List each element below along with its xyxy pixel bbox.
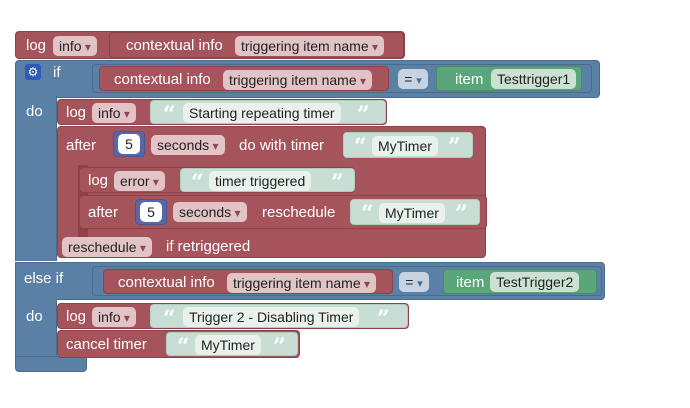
close-quote-icon: ” [377, 306, 390, 332]
close-quote-icon: ” [455, 201, 468, 227]
operator-value: = [404, 71, 413, 87]
log-label: log [66, 308, 87, 325]
log-block-2[interactable]: log error “ timer triggered ” [79, 167, 355, 196]
after-label: after [66, 137, 97, 154]
after-reschedule-block[interactable]: after 5 seconds reschedule “ MyTimer ” [79, 195, 487, 229]
number-field[interactable]: 5 [118, 134, 140, 154]
close-quote-icon: ” [273, 334, 286, 360]
number-field[interactable]: 5 [140, 202, 162, 222]
time-unit-dropdown[interactable]: seconds [151, 135, 225, 155]
log-level-dropdown[interactable]: info [53, 36, 97, 56]
timer-name-field[interactable]: MyTimer [379, 203, 445, 223]
cancel-timer-label: cancel timer [66, 336, 147, 353]
if-label: if [53, 64, 61, 81]
text-field[interactable]: Trigger 2 - Disabling Timer [183, 307, 360, 327]
open-quote-icon: “ [191, 170, 204, 196]
timer-name-block[interactable]: “ MyTimer ” [350, 199, 480, 225]
contextual-info-dropdown[interactable]: triggering item name [235, 36, 384, 56]
if-block-bottom [15, 356, 87, 372]
text-block[interactable]: “ Trigger 2 - Disabling Timer ” [150, 304, 408, 332]
reschedule-label: reschedule [262, 204, 336, 221]
timer-name-block[interactable]: “ MyTimer ” [166, 332, 298, 360]
contextual-info-block[interactable]: contextual info triggering item name [109, 32, 404, 58]
cancel-timer-block[interactable]: cancel timer “ MyTimer ” [57, 330, 300, 358]
timer-name-field[interactable]: MyTimer [195, 335, 261, 355]
log-label: log [66, 104, 87, 121]
open-quote-icon: “ [163, 306, 176, 332]
time-unit-dropdown[interactable]: seconds [173, 202, 247, 222]
close-quote-icon: ” [448, 134, 461, 160]
if-retriggered-label: if retriggered [166, 238, 251, 255]
open-quote-icon: “ [354, 134, 367, 160]
contextual-info-label: contextual info [118, 274, 215, 291]
after-block[interactable]: after 5 seconds do with timer “ MyTimer … [57, 126, 487, 258]
contextual-info-label: contextual info [114, 71, 211, 88]
log-label: log [26, 37, 47, 54]
contextual-info-label: contextual info [126, 37, 223, 54]
item-block[interactable]: item TestTrigger2 [443, 269, 597, 294]
log-block-3[interactable]: log info “ Trigger 2 - Disabling Timer ” [57, 303, 409, 332]
open-quote-icon: “ [177, 334, 190, 360]
text-block[interactable]: “ timer triggered ” [180, 168, 355, 196]
text-field[interactable]: Starting repeating timer [183, 103, 341, 123]
log-block-top[interactable]: log info contextual info triggering item… [15, 31, 405, 59]
open-quote-icon: “ [163, 102, 176, 128]
text-block[interactable]: “ Starting repeating timer ” [150, 100, 386, 128]
gear-icon[interactable]: ⚙ [25, 64, 41, 80]
log-level-dropdown[interactable]: info [92, 103, 136, 123]
item-label: item [456, 274, 485, 291]
condition-compare-1[interactable]: contextual info triggering item name = ▾… [92, 64, 592, 93]
condition-compare-2[interactable]: contextual info triggering item name = ▾… [92, 266, 602, 296]
item-label: item [455, 71, 484, 88]
do-with-timer-label: do with timer [239, 137, 325, 154]
log-label: log [88, 172, 109, 189]
log-level-dropdown[interactable]: error [114, 171, 165, 191]
open-quote-icon: “ [361, 201, 374, 227]
if-block-spine-1 [15, 96, 57, 261]
condition-contextual-info[interactable]: contextual info triggering item name [99, 66, 389, 91]
item-name-field[interactable]: TestTrigger2 [490, 272, 580, 292]
log-block-1[interactable]: log info “ Starting repeating timer ” [57, 99, 387, 128]
do-label-2: do [26, 308, 43, 325]
log-level-dropdown[interactable]: info [92, 307, 136, 327]
close-quote-icon: ” [357, 102, 370, 128]
timer-name-field[interactable]: MyTimer [372, 136, 438, 156]
text-field[interactable]: timer triggered [209, 171, 312, 191]
timer-name-block[interactable]: “ MyTimer ” [343, 132, 473, 158]
number-block[interactable]: 5 [135, 199, 167, 225]
contextual-info-dropdown[interactable]: triggering item name [227, 273, 376, 293]
close-quote-icon: ” [331, 170, 344, 196]
condition-contextual-info[interactable]: contextual info triggering item name [103, 269, 393, 294]
if-block-spine-2 [15, 299, 57, 357]
after-label: after [88, 204, 119, 221]
else-if-label: else if [24, 270, 64, 287]
operator-value: = [405, 274, 414, 290]
item-name-field[interactable]: Testtrigger1 [491, 69, 577, 89]
retrigger-mode-dropdown[interactable]: reschedule [62, 237, 152, 257]
contextual-info-dropdown[interactable]: triggering item name [223, 70, 372, 90]
number-block[interactable]: 5 [113, 131, 145, 157]
item-block[interactable]: item Testtrigger1 [436, 66, 582, 91]
do-label: do [26, 103, 43, 120]
operator-dropdown[interactable]: = ▾ [398, 69, 428, 89]
operator-dropdown[interactable]: = ▾ [399, 272, 429, 292]
